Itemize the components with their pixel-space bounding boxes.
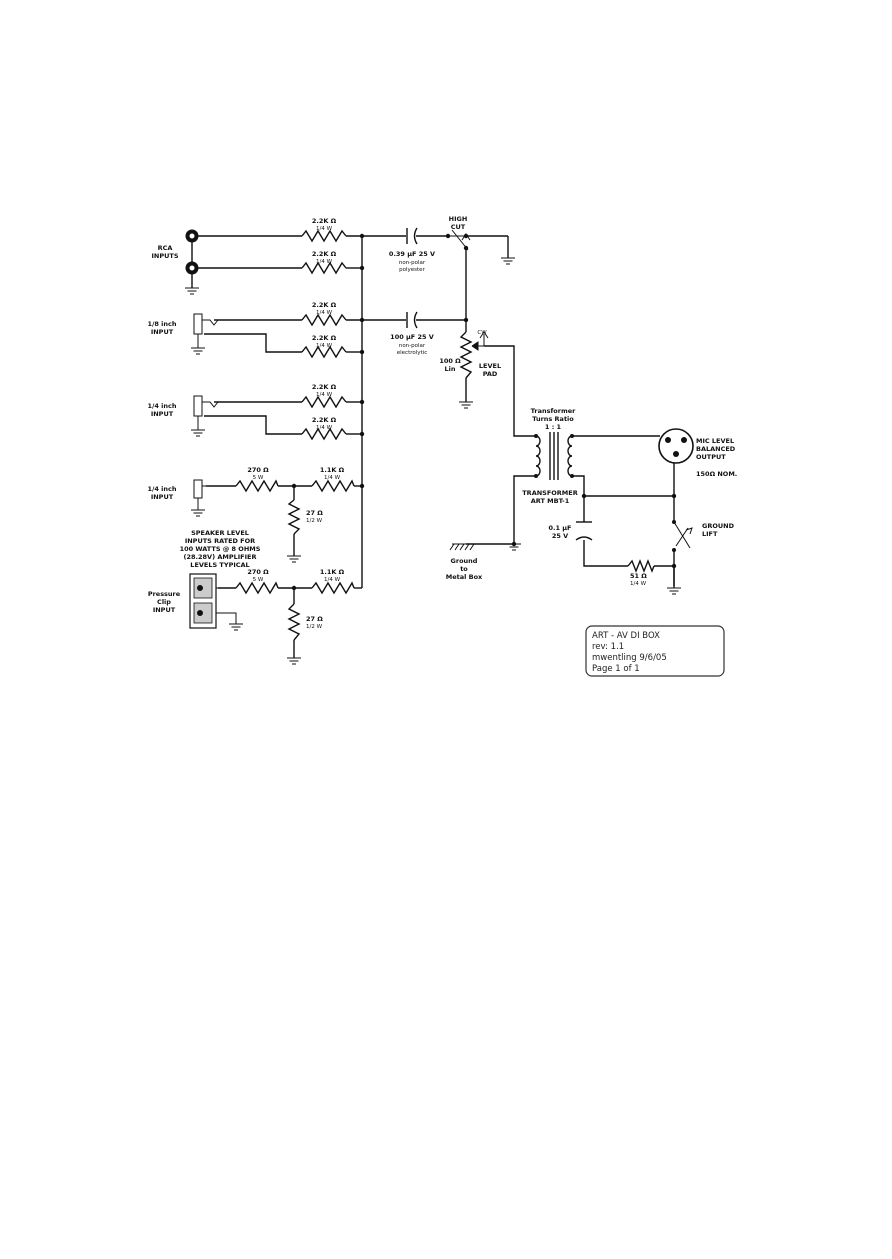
r8-watt: 1/4 W xyxy=(324,475,341,481)
pot-cw: CW xyxy=(477,330,487,336)
pot-taper: Lin xyxy=(445,365,456,373)
xfmr-model-1: TRANSFORMER xyxy=(522,489,577,497)
ground-metal-2: to xyxy=(460,565,468,573)
rca-jacks xyxy=(185,229,199,275)
speaker-note-2: INPUTS RATED FOR xyxy=(185,537,255,545)
title-block-line2: rev: 1.1 xyxy=(592,642,624,652)
cap3-value: 0.1 µF xyxy=(548,524,571,532)
r10-watt: 5 W xyxy=(253,577,264,583)
r10-value: 270 Ω xyxy=(247,568,269,576)
r11-watt: 1/4 W xyxy=(324,577,341,583)
ground-symbols xyxy=(184,257,682,665)
junctions xyxy=(291,233,677,591)
xfmr-ratio-1: Transformer xyxy=(531,407,576,415)
speaker-note-3: 100 WATTS @ 8 OHMS xyxy=(180,545,261,553)
r13-watt: 1/4 W xyxy=(630,581,647,587)
r5-watt: 1/4 W xyxy=(316,392,333,398)
r7-watt: 5 W xyxy=(253,475,264,481)
chassis-ground xyxy=(449,543,476,551)
xfmr-model-2: ART MBT-1 xyxy=(531,497,570,505)
r4-value: 2.2K Ω xyxy=(312,334,337,342)
cap2-type: non-polar xyxy=(399,343,426,349)
xfmr-ratio-3: 1 : 1 xyxy=(545,423,562,431)
rca-label-2: INPUTS xyxy=(151,252,178,260)
r12-value: 27 Ω xyxy=(306,615,323,623)
ground-lift-2: LIFT xyxy=(702,530,718,538)
quarter2-label-1: 1/4 inch xyxy=(147,485,176,493)
clip-label-3: INPUT xyxy=(153,606,176,614)
high-cut-2: CUT xyxy=(451,223,466,231)
transformer xyxy=(535,432,573,480)
eighth-label-1: 1/8 inch xyxy=(147,320,176,328)
ground-lift-1: GROUND xyxy=(702,522,735,530)
title-block-line4: Page 1 of 1 xyxy=(592,664,640,674)
r1-value: 2.2K Ω xyxy=(312,217,337,225)
eighth-label-2: INPUT xyxy=(151,328,174,336)
r5-value: 2.2K Ω xyxy=(312,383,337,391)
r9-value: 27 Ω xyxy=(306,509,323,517)
r6-value: 2.2K Ω xyxy=(312,416,337,424)
cap1-value: 0.39 µF 25 V xyxy=(389,250,435,258)
pot-value: 100 Ω xyxy=(439,357,461,365)
impedance-label: 150Ω NOM. xyxy=(696,470,737,478)
r2-value: 2.2K Ω xyxy=(312,250,337,258)
clip-label-2: Clip xyxy=(157,598,171,606)
r3-value: 2.2K Ω xyxy=(312,301,337,309)
quarter2-label-2: INPUT xyxy=(151,493,174,501)
phone-jacks xyxy=(193,313,219,510)
level-pad-1: LEVEL xyxy=(479,362,501,370)
title-block-line3: mwentling 9/6/05 xyxy=(592,653,667,663)
cap2-dielectric: electrolytic xyxy=(397,350,427,356)
xfmr-ratio-2: Turns Ratio xyxy=(532,415,574,423)
r2-watt: 1/4 W xyxy=(316,259,333,265)
r11-value: 1.1K Ω xyxy=(320,568,345,576)
r9-watt: 1/2 W xyxy=(306,518,323,524)
pot-wiper-arrow xyxy=(471,331,489,351)
cap3-voltage: 25 V xyxy=(552,532,568,540)
cap1-type: non-polar xyxy=(399,260,426,266)
r6-watt: 1/4 W xyxy=(316,425,333,431)
speaker-note-5: LEVELS TYPICAL xyxy=(190,561,249,569)
wires xyxy=(191,235,675,658)
quarter1-label-1: 1/4 inch xyxy=(147,402,176,410)
ground-lift-switch xyxy=(673,521,693,549)
mic-output-1: MIC LEVEL xyxy=(696,437,734,445)
high-cut-1: HIGH xyxy=(449,215,468,223)
title-block-line1: ART - AV DI BOX xyxy=(592,631,660,641)
mic-output-2: BALANCED xyxy=(696,445,736,453)
pressure-clip xyxy=(189,573,237,629)
capacitors xyxy=(406,227,593,541)
rca-label-1: RCA xyxy=(158,244,173,252)
r12-watt: 1/2 W xyxy=(306,624,323,630)
speaker-note-1: SPEAKER LEVEL xyxy=(191,529,249,537)
resistors xyxy=(235,229,655,641)
quarter1-label-2: INPUT xyxy=(151,410,174,418)
title-block: ART - AV DI BOX rev: 1.1 mwentling 9/6/0… xyxy=(585,625,725,677)
level-pad-2: PAD xyxy=(483,370,498,378)
component-labels: 2.2K Ω 1/4 W 2.2K Ω 1/4 W 2.2K Ω 1/4 W 2… xyxy=(147,215,737,630)
r3-watt: 1/4 W xyxy=(316,310,333,316)
r13-value: 51 Ω xyxy=(630,572,647,580)
r1-watt: 1/4 W xyxy=(316,226,333,232)
mic-output-3: OUTPUT xyxy=(696,453,726,461)
ground-metal-1: Ground xyxy=(451,557,478,565)
xlr-output xyxy=(658,428,694,464)
speaker-note-4: (28.28V) AMPLIFIER xyxy=(184,553,257,561)
high-cut-switch xyxy=(448,229,471,251)
r4-watt: 1/4 W xyxy=(316,343,333,349)
ground-metal-3: Metal Box xyxy=(446,573,483,581)
cap2-value: 100 µF 25 V xyxy=(390,333,434,341)
cap1-dielectric: polyester xyxy=(399,267,425,273)
r8-value: 1.1K Ω xyxy=(320,466,345,474)
r7-value: 270 Ω xyxy=(247,466,269,474)
clip-label-1: Pressure xyxy=(148,590,181,598)
